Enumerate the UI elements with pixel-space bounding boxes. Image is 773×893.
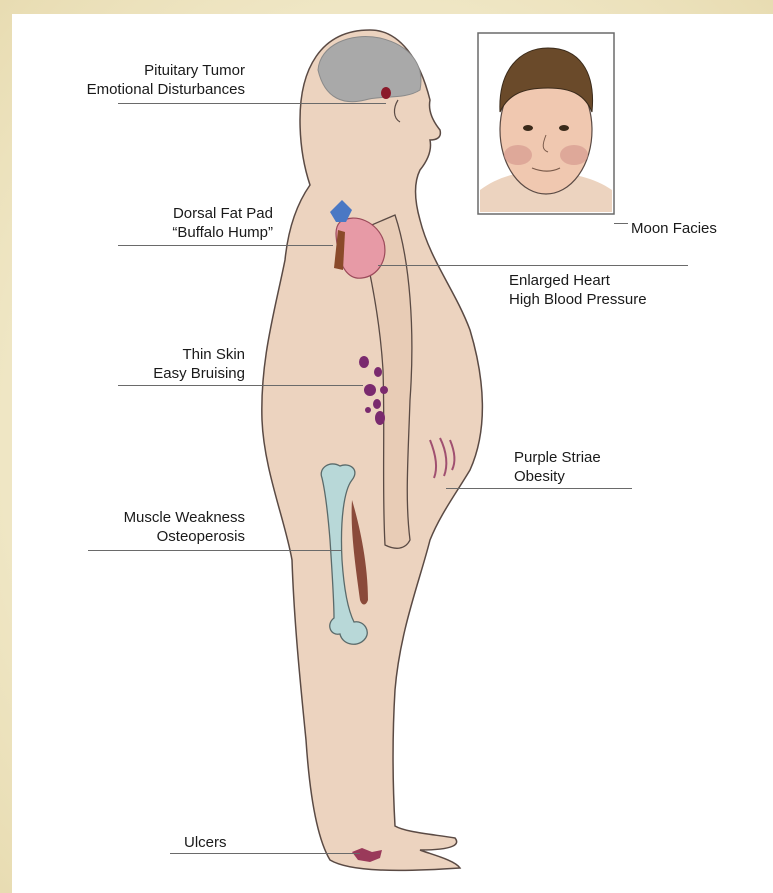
leader-ulcers xyxy=(170,853,360,854)
label-ulcers: Ulcers xyxy=(184,833,227,852)
leader-skin xyxy=(118,385,363,386)
moon-face-inset xyxy=(478,33,614,214)
label-striae: Purple Striae Obesity xyxy=(514,448,601,486)
leader-striae xyxy=(446,488,632,489)
label-moon: Moon Facies xyxy=(631,219,717,238)
label-dorsal-fat: Dorsal Fat Pad “Buffalo Hump” xyxy=(172,204,273,242)
label-skin: Thin Skin Easy Bruising xyxy=(153,345,245,383)
leader-heart xyxy=(378,265,688,266)
label-heart: Enlarged Heart High Blood Pressure xyxy=(509,271,647,309)
leader-pituitary xyxy=(118,103,386,104)
body-silhouette xyxy=(262,30,483,870)
leader-moon xyxy=(614,223,628,224)
label-pituitary: Pituitary Tumor Emotional Disturbances xyxy=(87,61,245,99)
label-muscle: Muscle Weakness Osteoperosis xyxy=(124,508,245,546)
pituitary-gland xyxy=(381,87,391,99)
brain xyxy=(318,37,421,102)
leader-dorsal-fat xyxy=(118,245,333,246)
leader-muscle xyxy=(88,550,341,551)
